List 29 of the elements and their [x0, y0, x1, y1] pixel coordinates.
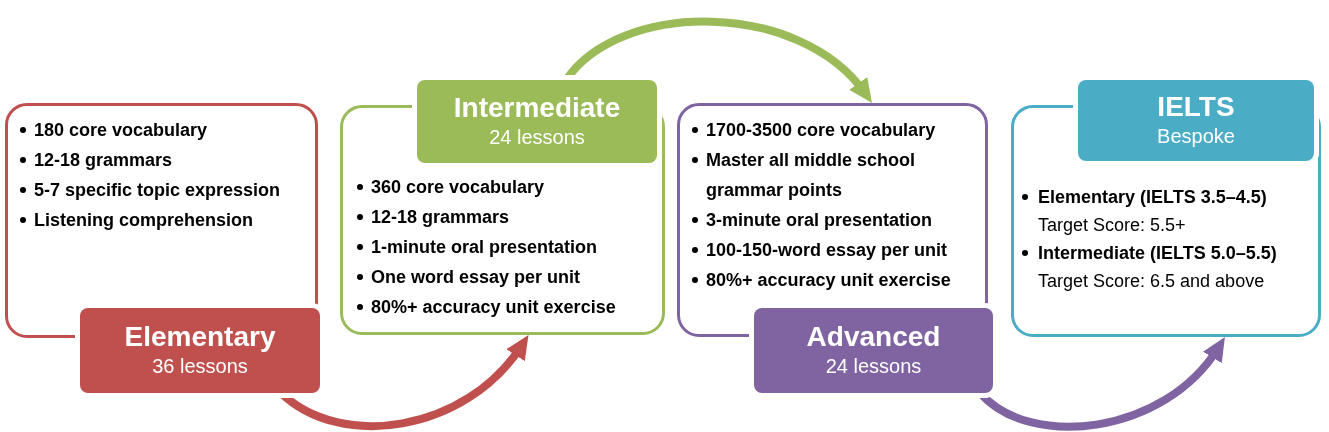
curved-arrow	[977, 337, 1226, 431]
curved-arrow	[278, 335, 530, 430]
stage-title: Intermediate	[453, 91, 621, 125]
level-heading: Elementary (IELTS 3.5–4.5)	[1038, 186, 1267, 209]
target-score-text: Target Score: 5.5+	[1038, 214, 1186, 237]
lesson-count: 24 lessons	[489, 125, 585, 149]
stage-title: Advanced	[806, 320, 941, 354]
list-item-text: Master all middle school grammar points	[706, 149, 917, 202]
list-item-text: 3-minute oral presentation	[706, 209, 933, 232]
list-item-text: 180 core vocabulary	[34, 119, 208, 142]
list-item-text: 1-minute oral presentation	[371, 236, 598, 259]
stage-title: IELTS	[1157, 90, 1235, 124]
lesson-count: Bespoke	[1157, 124, 1235, 148]
list-item-text: 12-18 grammars	[371, 206, 510, 229]
curved-arrow	[563, 17, 873, 103]
list-item-text: Listening comprehension	[34, 209, 254, 232]
list-item-text: 360 core vocabulary	[371, 176, 545, 199]
lesson-count: 36 lessons	[152, 354, 248, 378]
list-item-text: 80%+ accuracy unit exercise	[706, 269, 951, 292]
target-score-text: Target Score: 6.5 and above	[1038, 270, 1265, 293]
list-item-text: 12-18 grammars	[34, 149, 173, 172]
list-item-text: 5-7 specific topic expression	[34, 179, 281, 202]
list-item-text: 80%+ accuracy unit exercise	[371, 296, 616, 319]
level-heading: Intermediate (IELTS 5.0–5.5)	[1038, 242, 1277, 265]
stage-title: Elementary	[124, 320, 276, 354]
list-item-text: One word essay per unit	[371, 266, 581, 289]
lesson-count: 24 lessons	[825, 354, 922, 378]
list-item-text: 1700-3500 core vocabulary	[706, 119, 936, 142]
list-item-text: 100-150-word essay per unit	[706, 239, 948, 262]
